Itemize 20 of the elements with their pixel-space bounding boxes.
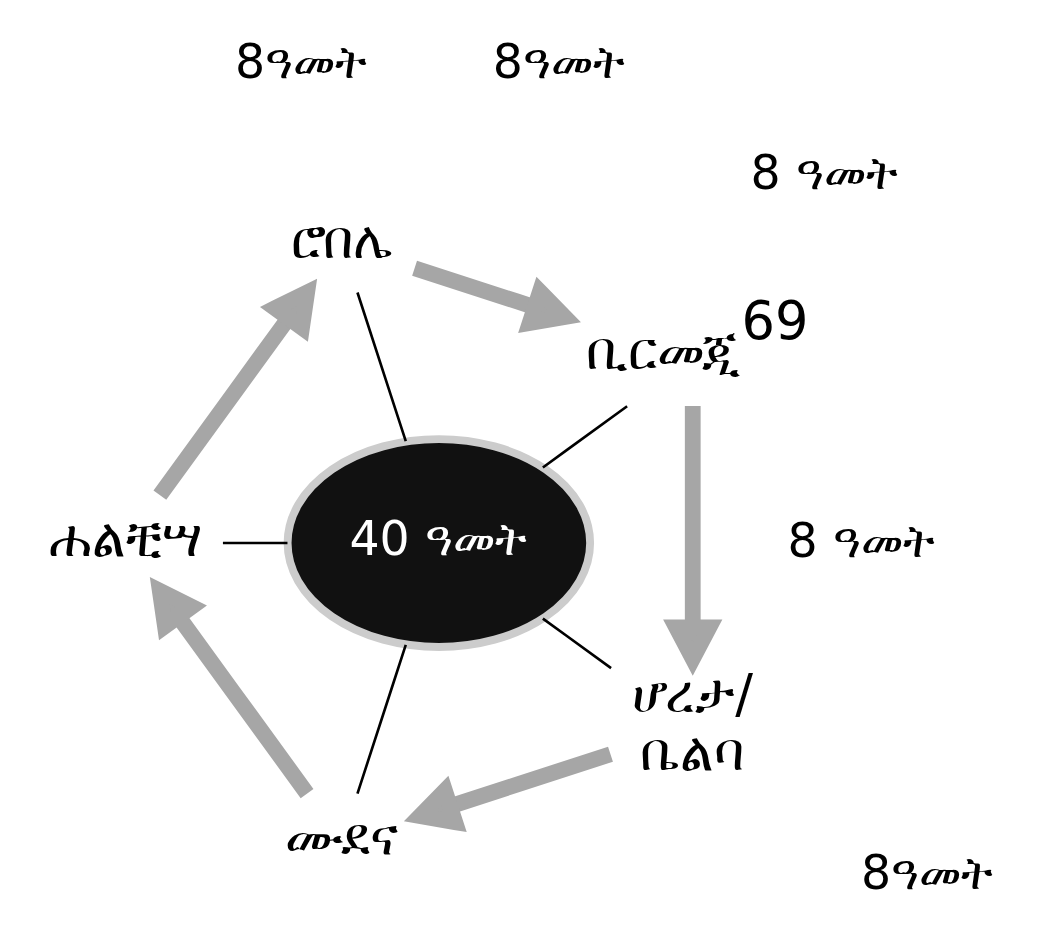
node-ellipse: 40 ዓመት [283, 434, 594, 651]
arrow [662, 405, 722, 676]
label: 8 ዓመት [750, 144, 898, 200]
connector [541, 404, 628, 469]
arrow [411, 260, 581, 333]
label: 8 ዓመት [786, 512, 935, 568]
label: 8ዓመት [234, 33, 367, 89]
arrow [153, 278, 317, 500]
arrow [149, 576, 313, 798]
node-text: ሆረታ/ ቤልባ [631, 662, 753, 782]
connector [355, 291, 407, 442]
arrow [403, 746, 613, 832]
connector [355, 644, 407, 794]
label: 8ዓመት [860, 844, 993, 900]
connector [222, 541, 287, 544]
connector [541, 617, 612, 669]
node-text: ሙደና [284, 805, 398, 867]
node-text: ሐልቺሣ [48, 506, 203, 568]
node-text: ሮበሌ [290, 208, 392, 270]
label: 8ዓመት [492, 33, 625, 89]
